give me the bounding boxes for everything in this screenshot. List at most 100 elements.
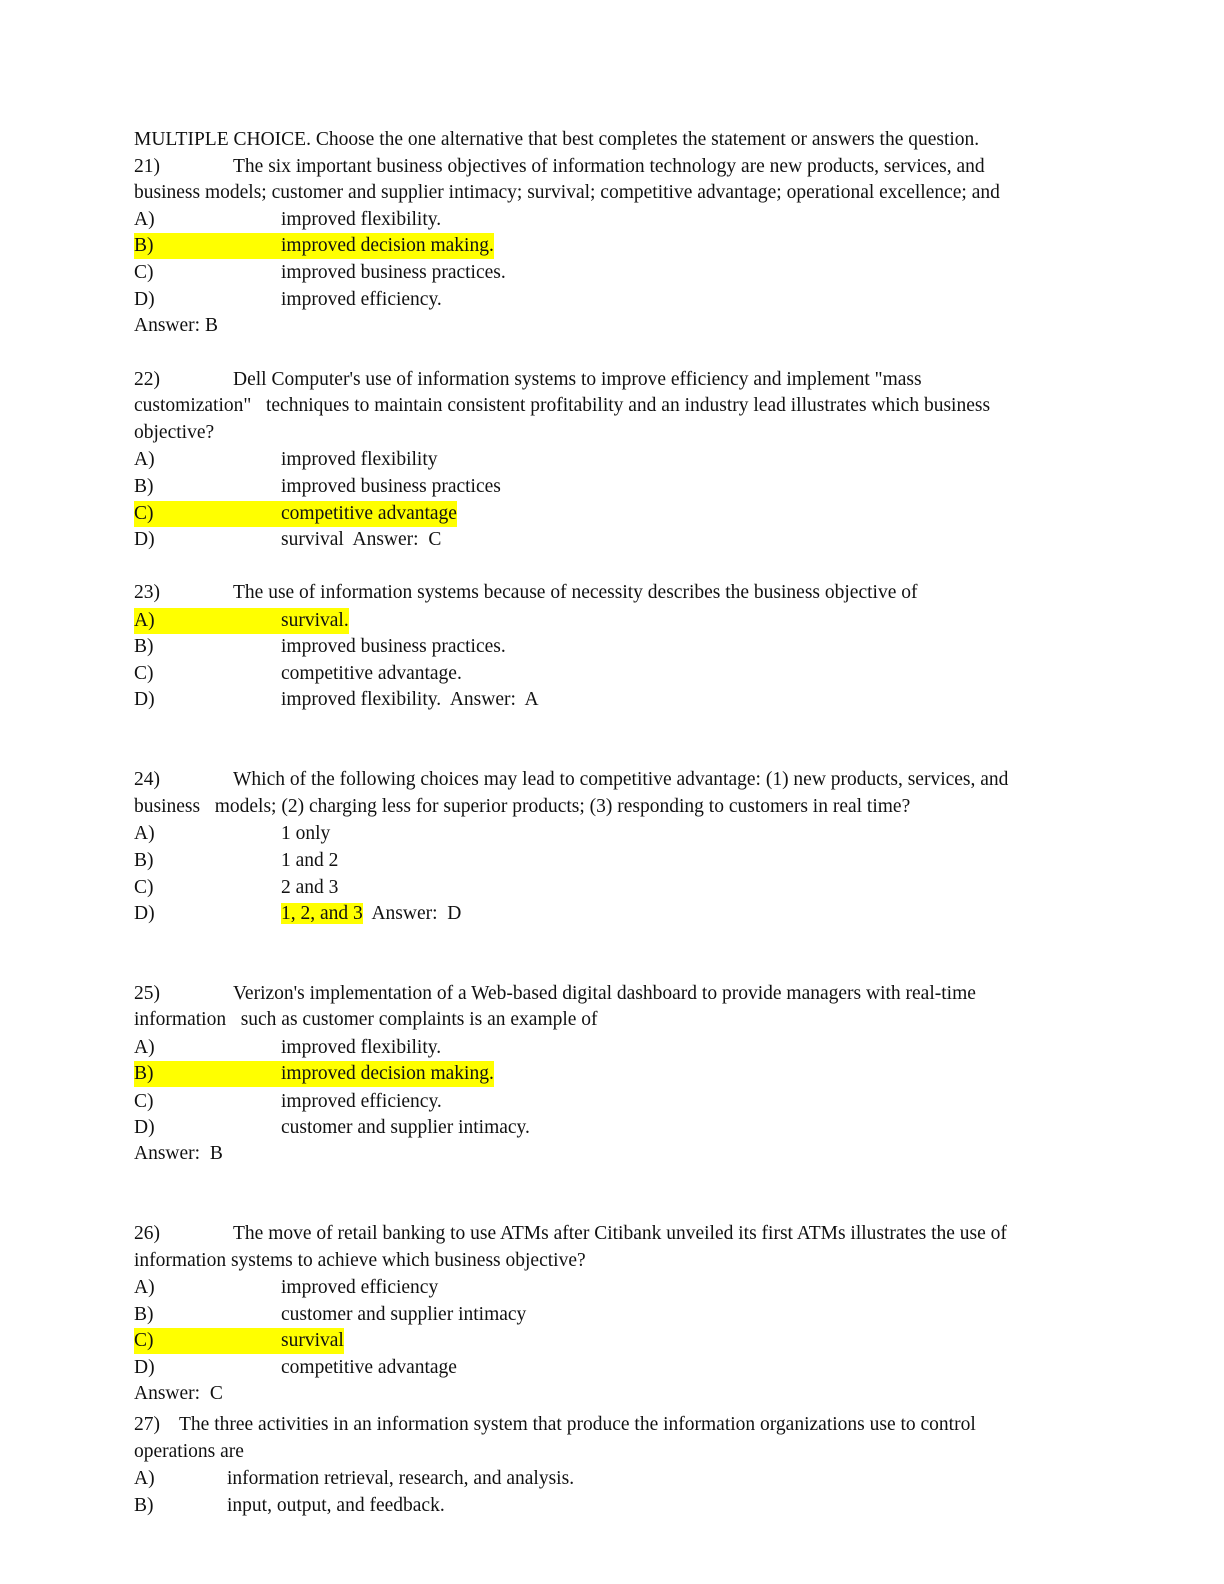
option-label: D) (134, 1357, 155, 1378)
option-label: B) (134, 476, 154, 497)
question-number: 23) (134, 582, 160, 603)
question-stem: 23) The use of information systems becaus… (134, 580, 917, 606)
option-text: survival (281, 529, 344, 550)
question-text: operations are (134, 1441, 244, 1462)
option-text: survival. (281, 610, 349, 631)
option-label: A) (134, 1277, 155, 1298)
option-b-highlighted: B) improved decision making. (134, 1061, 494, 1087)
option-text: improved flexibility. (281, 689, 442, 710)
question-number: 26) (134, 1223, 160, 1244)
option-d: D)customer and supplier intimacy. (134, 1115, 530, 1141)
option-label: D) (134, 1117, 155, 1138)
question-number: 21) (134, 156, 160, 177)
question-number: 27) (134, 1414, 160, 1435)
question-text: information such as customer complaints … (134, 1009, 598, 1030)
question-text: customization" techniques to maintain co… (134, 395, 991, 416)
option-a: A)information retrieval, research, and a… (134, 1466, 574, 1492)
option-text: improved decision making. (281, 235, 494, 256)
option-text: 1 only (281, 823, 331, 844)
option-b: B) input, output, and feedback. (134, 1493, 445, 1519)
option-label: C) (134, 1330, 154, 1351)
option-text: improved business practices (281, 476, 501, 497)
option-c-highlighted: C)competitive advantage (134, 501, 457, 527)
option-c-highlighted: C) survival (134, 1328, 344, 1354)
option-label: B) (134, 1063, 154, 1084)
question-text: information systems to achieve which bus… (134, 1250, 586, 1271)
option-label: C) (134, 1091, 154, 1112)
question-number: 24) (134, 769, 160, 790)
option-text-highlighted: 1, 2, and 3 (281, 903, 363, 924)
question-stem: 22) Dell Computer's use of information sy… (134, 367, 922, 393)
question-text: Which of the following choices may lead … (233, 769, 1009, 790)
question-number: 25) (134, 983, 160, 1004)
option-label: C) (134, 663, 154, 684)
question-text: Dell Computer's use of information syste… (233, 369, 922, 390)
option-b: B) improved business practices (134, 474, 501, 500)
question-stem: 25) Verizon's implementation of a Web-bas… (134, 981, 976, 1007)
answer: Answer: B (134, 1143, 223, 1164)
option-a: A) improved flexibility. (134, 1035, 441, 1061)
question-stem: 26) The move of retail banking to use ATM… (134, 1221, 1007, 1247)
option-a: A) improved flexibility (134, 447, 438, 473)
option-text: improved business practices. (281, 262, 506, 283)
option-a-highlighted: A) survival. (134, 608, 349, 634)
option-c: C)2 and 3 (134, 875, 338, 901)
option-a: A) improved flexibility. (134, 207, 441, 233)
option-text: input, output, and feedback. (227, 1495, 445, 1516)
option-text: 1 and 2 (281, 850, 339, 871)
option-text: improved flexibility. (281, 209, 442, 230)
option-text: competitive advantage. (281, 663, 462, 684)
question-text: The move of retail banking to use ATMs a… (233, 1223, 1007, 1244)
question-text: Verizon's implementation of a Web-based … (233, 983, 976, 1004)
answer: Answer: C (134, 1383, 223, 1404)
option-text: improved flexibility (281, 449, 438, 470)
question-stem: 24) Which of the following choices may le… (134, 767, 1008, 793)
option-label: A) (134, 1037, 155, 1058)
option-b-highlighted: B)improved decision making. (134, 233, 494, 259)
option-label: D) (134, 903, 155, 924)
option-text: competitive advantage (281, 503, 457, 524)
option-d: D)improved efficiency. (134, 287, 442, 313)
option-text: improved decision making. (281, 1063, 494, 1084)
option-label: A) (134, 449, 155, 470)
question-text: objective? (134, 422, 215, 443)
answer: Answer: B (134, 315, 218, 336)
answer: Answer: C (352, 529, 442, 550)
option-label: B) (134, 636, 154, 657)
option-c: C) competitive advantage. (134, 661, 462, 687)
option-d: D) improved flexibility. Answer: A (134, 687, 539, 713)
option-text: improved flexibility. (281, 1037, 442, 1058)
option-label: D) (134, 529, 155, 550)
question-stem: 27) The three activities in an informatio… (134, 1412, 976, 1438)
option-label: A) (134, 209, 155, 230)
question-number: 22) (134, 369, 160, 390)
option-b: B) customer and supplier intimacy (134, 1302, 526, 1328)
option-c: C) improved business practices. (134, 260, 506, 286)
question-text: business models; customer and supplier i… (134, 182, 1000, 203)
option-text: customer and supplier intimacy (281, 1304, 527, 1325)
option-label: B) (134, 1304, 154, 1325)
option-text: information retrieval, research, and ana… (227, 1468, 575, 1489)
option-label: B) (134, 1495, 154, 1516)
option-text: improved efficiency (281, 1277, 439, 1298)
option-a: A)1 only (134, 821, 330, 847)
question-text: business models; (2) charging less for s… (134, 796, 911, 817)
option-a: A) improved efficiency (134, 1275, 438, 1301)
question-text: The three activities in an information s… (179, 1414, 976, 1435)
answer: Answer: A (449, 689, 539, 710)
option-d: D) survival Answer: C (134, 527, 441, 553)
option-d: D)1, 2, and 3 Answer: D (134, 901, 461, 927)
question-text: The six important business objectives of… (233, 156, 985, 177)
option-label: A) (134, 610, 155, 631)
instructions-header: MULTIPLE CHOICE. Choose the one alternat… (134, 129, 980, 150)
option-label: C) (134, 262, 154, 283)
option-text: improved business practices. (281, 636, 506, 657)
option-label: B) (134, 850, 154, 871)
option-text: survival (281, 1330, 344, 1351)
option-label: D) (134, 689, 155, 710)
question-text: The use of information systems because o… (233, 582, 918, 603)
option-b: B) 1 and 2 (134, 848, 338, 874)
option-label: C) (134, 877, 154, 898)
option-text: competitive advantage (281, 1357, 457, 1378)
option-d: D) competitive advantage (134, 1355, 457, 1381)
